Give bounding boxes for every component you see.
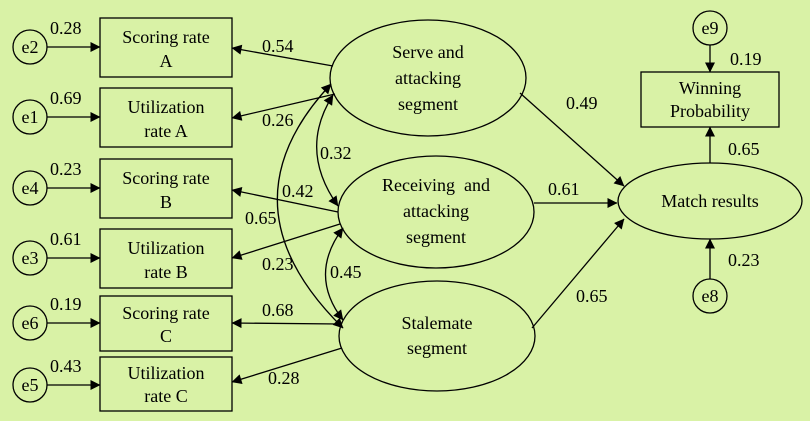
svg-text:Scoring rate: Scoring rate <box>122 303 209 323</box>
error-node-e4: e4 <box>12 170 48 206</box>
arrow-receiving-utilization-b <box>231 223 341 260</box>
arrow-stalemate-utilization-c <box>231 347 343 384</box>
segment-serve-and-attacking: Serve and attacking segment <box>329 19 527 137</box>
svg-text:Scoring rate: Scoring rate <box>122 27 209 47</box>
arrow-serve-match <box>519 92 625 187</box>
coef-e8-match: 0.23 <box>728 250 760 270</box>
coef-e1-utilization-a: 0.69 <box>50 88 82 108</box>
error-node-e2: e2 <box>12 29 48 65</box>
error-node-e1: e1 <box>12 99 48 135</box>
svg-text:Serve and: Serve and <box>392 42 463 62</box>
coef-serve-receiving: 0.32 <box>320 143 352 163</box>
svg-text:Stalemate: Stalemate <box>402 313 473 333</box>
coef-e4-scoring-b: 0.23 <box>50 159 82 179</box>
arrow-receiving-scoring-b <box>231 187 339 213</box>
coef-e6-scoring-c: 0.19 <box>50 294 82 314</box>
svg-text:attacking: attacking <box>395 68 461 88</box>
indicator-scoring-rate-b: Scoring rate B <box>99 158 233 219</box>
error-label-e4: e4 <box>22 178 39 198</box>
coef-e5-utilization-c: 0.43 <box>50 356 82 376</box>
error-label-e6: e6 <box>22 313 39 333</box>
segment-stalemate: Stalemate segment <box>338 280 536 392</box>
indicator-utilization-rate-c: Utilization rate C <box>99 356 233 412</box>
coef-serve-match: 0.49 <box>566 93 598 113</box>
svg-text:segment: segment <box>407 338 467 358</box>
arrow-serve-scoring-a <box>231 44 334 67</box>
error-node-e8: e8 <box>692 278 728 314</box>
coef-receiving-stalemate: 0.45 <box>330 262 362 282</box>
svg-text:segment: segment <box>406 227 466 247</box>
svg-text:Utilization: Utilization <box>128 363 205 383</box>
svg-text:rate C: rate C <box>144 386 187 406</box>
svg-text:Receiving and: Receiving and <box>382 175 490 195</box>
coef-receiving-match: 0.61 <box>548 179 580 199</box>
arrow-stalemate-scoring-c <box>231 318 341 329</box>
error-label-e3: e3 <box>22 248 39 268</box>
svg-text:segment: segment <box>398 94 458 114</box>
coef-serve-scoring-a: 0.54 <box>262 36 294 56</box>
error-label-e8: e8 <box>702 286 719 306</box>
error-label-e1: e1 <box>22 107 39 127</box>
coef-stalemate-utilization-c: 0.28 <box>268 368 300 388</box>
indicator-utilization-rate-a: Utilization rate A <box>99 87 233 148</box>
svg-text:rate A: rate A <box>144 121 187 141</box>
error-node-e3: e3 <box>12 240 48 276</box>
corr-serve-stalemate <box>276 83 344 329</box>
error-node-e5: e5 <box>12 367 48 403</box>
coef-e2-scoring-a: 0.28 <box>50 18 82 38</box>
svg-text:Utilization: Utilization <box>128 97 205 117</box>
svg-text:attacking: attacking <box>403 201 469 221</box>
error-node-e6: e6 <box>12 305 48 341</box>
indicator-scoring-rate-c: Scoring rate C <box>99 295 233 352</box>
coef-e3-utilization-b: 0.61 <box>50 229 82 249</box>
svg-text:Scoring rate: Scoring rate <box>122 168 209 188</box>
arrow-stalemate-match <box>531 218 625 329</box>
svg-text:C: C <box>160 326 172 346</box>
coef-stalemate-scoring-c: 0.68 <box>262 300 294 320</box>
error-label-e9: e9 <box>702 18 719 38</box>
coef-serve-stalemate: 0.23 <box>262 254 294 274</box>
svg-text:rate B: rate B <box>144 262 187 282</box>
outcome-winning-probability: Winning Probability <box>640 71 780 128</box>
svg-text:Winning: Winning <box>679 78 741 98</box>
svg-text:Probability: Probability <box>670 101 750 121</box>
indicator-utilization-rate-b: Utilization rate B <box>99 228 233 289</box>
coef-serve-utilization-a: 0.26 <box>262 110 294 130</box>
arrow-serve-utilization-a <box>231 93 336 121</box>
error-label-e5: e5 <box>22 375 39 395</box>
svg-text:Match results: Match results <box>661 191 758 211</box>
error-node-e9: e9 <box>692 10 728 46</box>
svg-text:B: B <box>160 192 172 212</box>
error-label-e2: e2 <box>22 37 39 57</box>
svg-text:A: A <box>160 51 173 71</box>
corr-receiving-stalemate <box>324 227 344 321</box>
segment-receiving-and-attacking: Receiving and attacking segment <box>337 155 535 269</box>
indicator-scoring-rate-a: Scoring rate A <box>99 17 233 78</box>
svg-text:Utilization: Utilization <box>128 238 205 258</box>
outcome-match-results: Match results <box>617 162 803 240</box>
coef-stalemate-match: 0.65 <box>576 286 608 306</box>
coef-receiving-scoring-b: 0.42 <box>282 181 314 201</box>
coef-match-winning: 0.65 <box>728 139 760 159</box>
coef-e9-winning: 0.19 <box>730 49 762 69</box>
coef-receiving-utilization-b: 0.65 <box>245 208 277 228</box>
